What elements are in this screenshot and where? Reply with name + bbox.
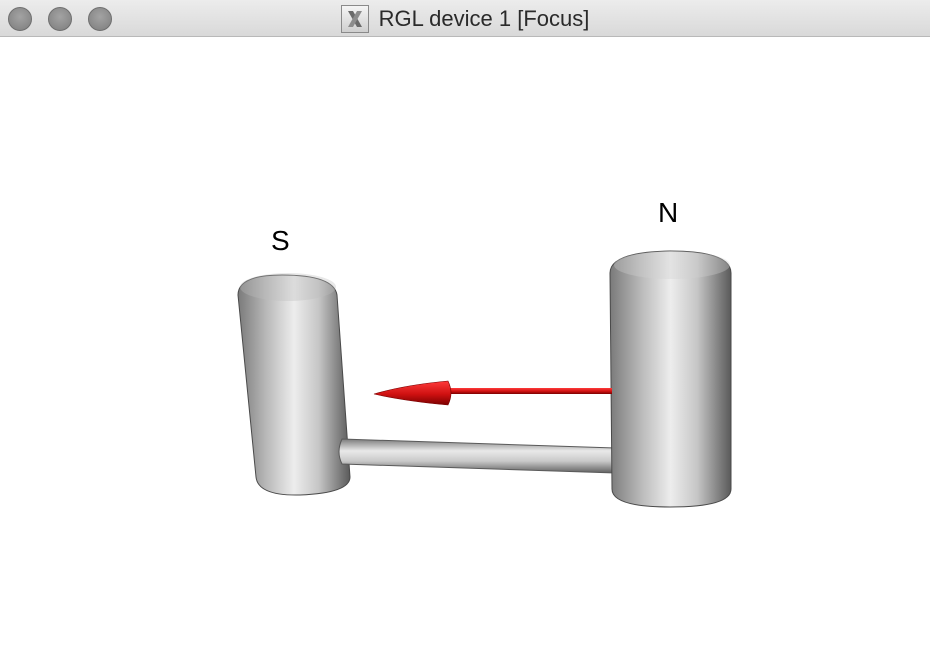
north-pole-cylinder xyxy=(609,250,732,508)
connecting-bar xyxy=(338,438,616,474)
rgl-scene xyxy=(237,250,732,508)
field-arrow xyxy=(373,380,612,406)
south-pole-label: S xyxy=(271,225,290,256)
title-bar[interactable]: RGL device 1 [Focus] xyxy=(0,0,930,37)
window-title: RGL device 1 [Focus] xyxy=(378,5,590,31)
rgl-canvas[interactable]: S N xyxy=(0,37,930,648)
maximize-button[interactable] xyxy=(88,7,112,31)
minimize-button[interactable] xyxy=(48,7,72,31)
title-group: RGL device 1 [Focus] xyxy=(0,0,930,37)
north-pole-label: N xyxy=(658,197,679,228)
close-button[interactable] xyxy=(8,7,32,31)
x11-icon xyxy=(340,4,369,33)
south-pole-cylinder xyxy=(237,273,351,496)
